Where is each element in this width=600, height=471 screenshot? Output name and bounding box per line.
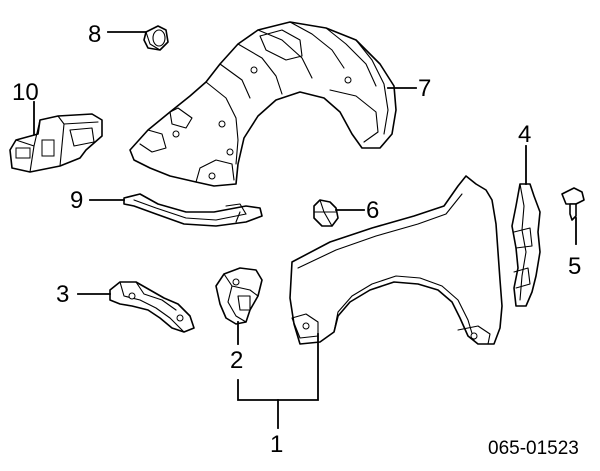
part-10-bracket: [9, 113, 103, 173]
part-4-seal: [511, 183, 541, 307]
part-8-clip: [143, 25, 169, 51]
part-5-clip: [561, 187, 585, 221]
part-7-fender-liner: [129, 21, 397, 187]
diagram-code: 065-01523: [488, 438, 579, 459]
callout-6: 6: [366, 197, 379, 224]
part-3-bracket: [109, 281, 195, 333]
callout-8: 8: [88, 21, 101, 48]
part-2-bracket: [215, 267, 263, 325]
callout-1: 1: [270, 431, 283, 458]
callout-7: 7: [418, 75, 431, 102]
part-1-fender: [289, 175, 503, 345]
callout-2: 2: [230, 347, 243, 374]
callout-4: 4: [518, 121, 531, 148]
leader-lines: [33, 31, 577, 429]
part-9-strip: [123, 193, 263, 227]
callout-3: 3: [56, 281, 69, 308]
callout-10: 10: [12, 79, 39, 106]
callout-5: 5: [568, 253, 581, 280]
callout-9: 9: [70, 187, 83, 214]
part-6-clip: [313, 199, 339, 227]
